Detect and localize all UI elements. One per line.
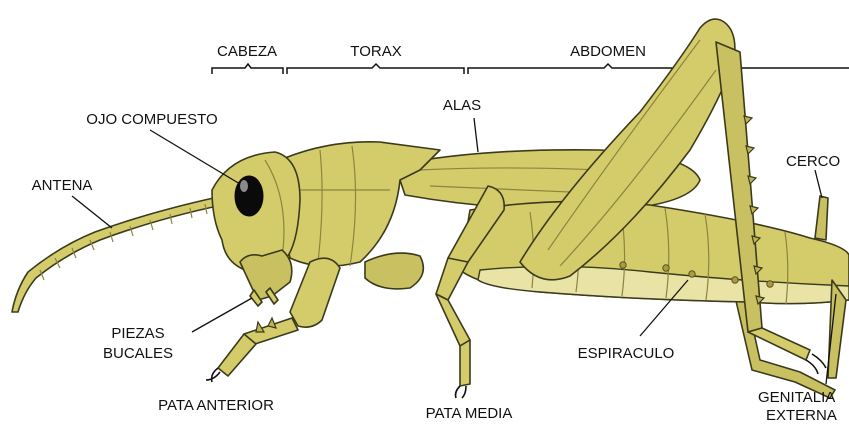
label-spiracle: ESPIRACULO — [578, 345, 675, 362]
thorax — [283, 142, 440, 289]
label-thorax: TORAX — [350, 43, 401, 60]
label-compound-eye: OJO COMPUESTO — [86, 111, 217, 128]
label-wings: ALAS — [443, 97, 481, 114]
label-genitalia-1: GENITALIA — [758, 389, 835, 406]
label-genitalia-2: EXTERNA — [766, 407, 837, 424]
compound-eye — [235, 176, 263, 216]
abdomen-bracket — [468, 64, 849, 74]
label-cercus: CERCO — [786, 153, 840, 170]
label-middle-leg: PATA MEDIA — [426, 405, 513, 422]
middle-leg — [436, 186, 504, 398]
thorax-bracket — [287, 64, 464, 74]
label-antenna: ANTENA — [32, 177, 93, 194]
label-abdomen: ABDOMEN — [570, 43, 646, 60]
label-head: CABEZA — [217, 43, 277, 60]
label-mouthparts-2: BUCALES — [103, 345, 173, 362]
region-brackets — [212, 64, 849, 74]
label-front-leg: PATA ANTERIOR — [158, 397, 274, 414]
head-bracket — [212, 64, 283, 74]
antenna — [12, 197, 222, 312]
cercus — [815, 196, 828, 240]
abdomen — [460, 196, 849, 304]
label-mouthparts-1: PIEZAS — [111, 325, 164, 342]
